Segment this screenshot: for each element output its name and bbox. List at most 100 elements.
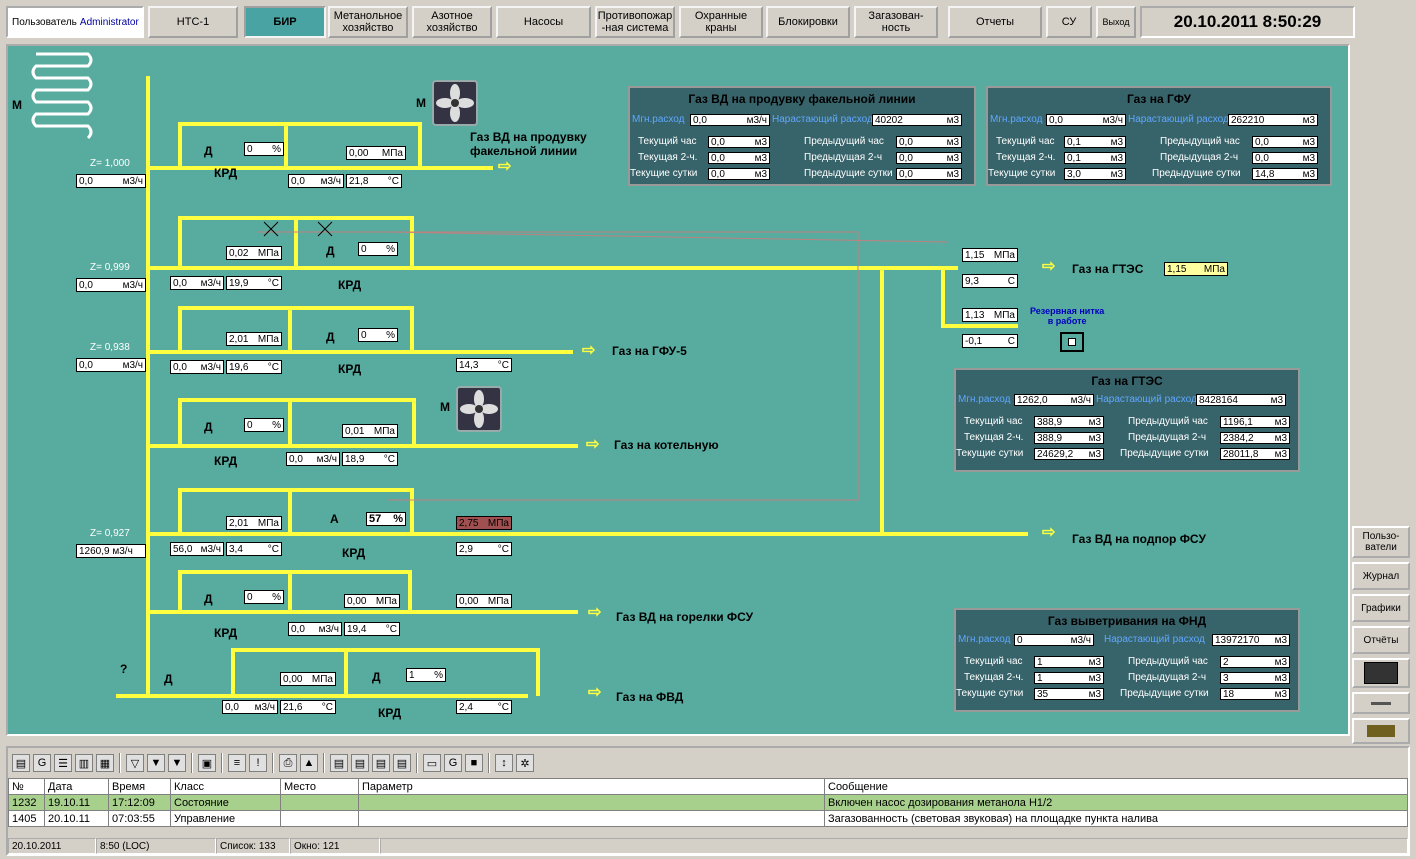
valve-position[interactable]: 1%: [406, 668, 446, 682]
event-log: ▤ G ☰ ▥ ▦ ▽ ▼ ▼ ▣ ≡ ! ⎙ ▲ ▤ ▤ ▤ ▤ ▭ G ■ …: [6, 746, 1410, 856]
info-icon[interactable]: !: [249, 754, 267, 772]
temp-field: 3,4°С: [226, 542, 282, 556]
temp-field: 19,9°С: [226, 276, 282, 290]
calculator-icon[interactable]: [1352, 658, 1410, 688]
nav-pumps[interactable]: Насосы: [496, 6, 591, 38]
exit-button[interactable]: Выход: [1096, 6, 1136, 38]
lock-icon[interactable]: ■: [465, 754, 483, 772]
z-factor: Z= 0,938: [90, 342, 130, 353]
valve-position[interactable]: 0%: [358, 328, 398, 342]
report-icon[interactable]: ▥: [75, 754, 93, 772]
krd-label: КРД: [342, 546, 366, 560]
arrow-icon: ⇨: [582, 342, 596, 359]
screen-icon[interactable]: ▭: [423, 754, 441, 772]
filter-apply-icon[interactable]: ▼: [147, 754, 165, 772]
arrow-icon: ⇨: [1042, 258, 1056, 275]
nav-reports[interactable]: Отчеты: [948, 6, 1042, 38]
view4-icon[interactable]: ▤: [393, 754, 411, 772]
settings-icon[interactable]: ✲: [516, 754, 534, 772]
temp-field: 19,6°С: [226, 360, 282, 374]
motor-label: М: [416, 96, 426, 110]
fan-cooler-icon: [432, 80, 478, 126]
chart-icon[interactable]: ▦: [96, 754, 114, 772]
krd-label: КРД: [338, 278, 362, 292]
dest-fsu-burners: Газ ВД на горелки ФСУ: [616, 610, 754, 624]
krd-label: КРД: [214, 454, 238, 468]
view3-icon[interactable]: ▤: [372, 754, 390, 772]
print-icon[interactable]: ⎙: [279, 754, 297, 772]
arrow-icon: ⇨: [588, 684, 602, 701]
valve-position[interactable]: 0%: [358, 242, 398, 256]
nav-interlocks[interactable]: Блокировки: [766, 6, 850, 38]
nav-bir[interactable]: БИР: [244, 6, 326, 38]
nav-nts1[interactable]: НТС-1: [148, 6, 238, 38]
columns-icon[interactable]: ☰: [54, 754, 72, 772]
reload-icon[interactable]: G: [444, 754, 462, 772]
nav-methanol[interactable]: Метанольное хозяйство: [328, 6, 408, 38]
krd-label: КРД: [338, 362, 362, 376]
status-bar: 20.10.2011 8:50 (LOC) Список: 133 Окно: …: [8, 838, 1408, 854]
settings-icon[interactable]: [1352, 692, 1410, 714]
view1-icon[interactable]: ▤: [330, 754, 348, 772]
nav-gas-contamination[interactable]: Загазован- ность: [854, 6, 938, 38]
temp-field: 2,9°С: [456, 542, 512, 556]
heat-exchanger-icon: [31, 52, 93, 140]
valve-position[interactable]: 0%: [244, 590, 284, 604]
filter-icon[interactable]: ▽: [126, 754, 144, 772]
flow-field: 1260,9 м3/ч: [76, 544, 146, 558]
print-icon[interactable]: [1352, 718, 1410, 744]
log-table: № Дата Время Класс Место Параметр Сообще…: [8, 778, 1408, 827]
graphs-button[interactable]: Графики: [1352, 594, 1410, 622]
view2-icon[interactable]: ▤: [351, 754, 369, 772]
dest-flare: Газ ВД на продувку факельной линии: [470, 130, 587, 158]
krd-label: КРД: [214, 166, 238, 180]
log-toolbar: ▤ G ☰ ▥ ▦ ▽ ▼ ▼ ▣ ≡ ! ⎙ ▲ ▤ ▤ ▤ ▤ ▭ G ■ …: [8, 748, 1408, 778]
nav-guard-valves[interactable]: Охранные краны: [679, 6, 763, 38]
nav-nitrogen[interactable]: Азотное хозяйство: [412, 6, 492, 38]
sort-icon[interactable]: ↕: [495, 754, 513, 772]
save-icon[interactable]: ▣: [198, 754, 216, 772]
users-button[interactable]: Пользо- ватели: [1352, 526, 1410, 558]
properties-icon[interactable]: ≡: [228, 754, 246, 772]
temp-field: 19,4°С: [344, 622, 400, 636]
reserve-label: Резервная нитка в работе: [1030, 306, 1105, 326]
alarm-icon[interactable]: ▲: [300, 754, 318, 772]
filter-clear-icon[interactable]: ▼: [168, 754, 186, 772]
valve-position[interactable]: 0%: [244, 142, 284, 156]
arrow-icon: ⇨: [586, 436, 600, 453]
valve-position[interactable]: 57%: [366, 512, 406, 526]
temp-field: 14,3°С: [456, 358, 512, 372]
list-icon[interactable]: ▤: [12, 754, 30, 772]
temp-field: 2,4°С: [456, 700, 512, 714]
reserve-indicator[interactable]: [1060, 332, 1084, 352]
nav-su[interactable]: СУ: [1046, 6, 1092, 38]
valve-position[interactable]: 0%: [244, 418, 284, 432]
nav-fire-system[interactable]: Противопожар -ная система: [595, 6, 675, 38]
refresh-icon[interactable]: G: [33, 754, 51, 772]
temp-field: 21,6°С: [280, 700, 336, 714]
krd-label: КРД: [214, 626, 238, 640]
reports-button[interactable]: Отчёты: [1352, 626, 1410, 654]
z-factor: Z= 1,000: [90, 158, 130, 169]
journal-button[interactable]: Журнал: [1352, 562, 1410, 590]
